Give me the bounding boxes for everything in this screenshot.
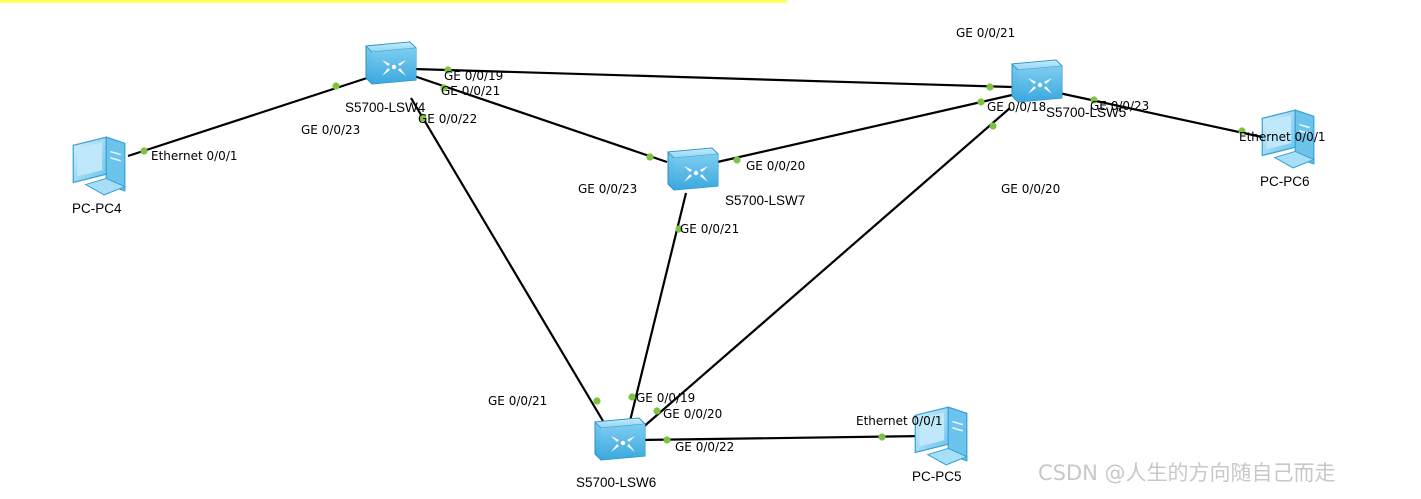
- port-label: Ethernet 0/0/1: [151, 149, 238, 163]
- device-label-lsw4: S5700-LSW4: [345, 100, 426, 115]
- port-dot: [593, 397, 601, 405]
- port-label: GE 0/0/20: [663, 407, 722, 421]
- switch-lsw6[interactable]: [594, 417, 646, 461]
- port-label: GE 0/0/20: [746, 159, 805, 173]
- switch-icon: [1011, 59, 1063, 103]
- link-lsw7-lsw5[interactable]: [712, 93, 1013, 165]
- pc-pc4[interactable]: [72, 136, 126, 196]
- watermark-text: CSDN @人生的方向随自己而走: [1038, 461, 1336, 485]
- port-dot: [140, 147, 148, 155]
- link-lsw4-lsw6[interactable]: [410, 97, 604, 422]
- device-label-lsw5: S5700-LSW5: [1046, 105, 1126, 120]
- port-label: GE 0/0/21: [956, 26, 1015, 40]
- device-label-pc6: PC-PC6: [1260, 174, 1310, 189]
- pc-icon: [72, 136, 126, 196]
- port-dot: [663, 436, 671, 444]
- port-dot: [733, 156, 741, 164]
- link-lsw4-lsw7[interactable]: [413, 74, 668, 164]
- switch-lsw4[interactable]: [365, 41, 417, 85]
- links: [127, 67, 1263, 442]
- link-lsw5-lsw6[interactable]: [640, 107, 1011, 430]
- link-lsw4-lsw5[interactable]: [413, 67, 1013, 89]
- port-label: GE 0/0/21: [680, 222, 739, 236]
- port-label: GE 0/0/23: [301, 123, 360, 137]
- port-dot: [675, 225, 683, 233]
- port-dot: [989, 122, 997, 130]
- port-dot: [977, 98, 985, 106]
- port-label: Ethernet 0/0/1: [1239, 130, 1326, 144]
- link-lsw6-pc5[interactable]: [639, 434, 927, 442]
- port-label: GE 0/0/23: [578, 182, 637, 196]
- switch-icon: [667, 147, 719, 191]
- port-label: GE 0/0/19: [444, 69, 503, 83]
- port-label: Ethernet 0/0/1: [856, 414, 943, 428]
- port-dot: [1090, 96, 1098, 104]
- port-label: GE 0/0/20: [1001, 182, 1060, 196]
- switch-icon: [365, 41, 417, 85]
- port-dot: [986, 83, 994, 91]
- port-label: GE 0/0/22: [675, 440, 734, 454]
- switch-icon: [594, 417, 646, 461]
- port-label: GE 0/0/23: [1090, 99, 1149, 113]
- port-dot: [1238, 127, 1246, 135]
- device-label-pc4: PC-PC4: [72, 201, 122, 216]
- port-dots: [140, 66, 1246, 444]
- port-label: GE 0/0/19: [636, 391, 695, 405]
- port-dot: [440, 84, 448, 92]
- device-label-pc5: PC-PC5: [912, 469, 962, 484]
- switch-lsw5[interactable]: [1011, 59, 1063, 103]
- port-dot: [653, 407, 661, 415]
- port-label: GE 0/0/18: [987, 100, 1046, 114]
- port-label: GE 0/0/21: [488, 394, 547, 408]
- port-dot: [628, 393, 636, 401]
- port-dot: [444, 66, 452, 74]
- port-label: GE 0/0/22: [418, 112, 477, 126]
- highlight-strip: [0, 0, 787, 3]
- port-dot: [878, 433, 886, 441]
- device-label-lsw6: S5700-LSW6: [576, 475, 656, 490]
- port-dot: [419, 114, 427, 122]
- link-pc4-lsw4[interactable]: [127, 76, 368, 158]
- device-label-lsw7: S5700-LSW7: [725, 193, 805, 208]
- switch-lsw7[interactable]: [667, 147, 719, 191]
- port-dot: [646, 153, 654, 161]
- port-label: GE 0/0/21: [441, 84, 500, 98]
- port-dot: [332, 82, 340, 90]
